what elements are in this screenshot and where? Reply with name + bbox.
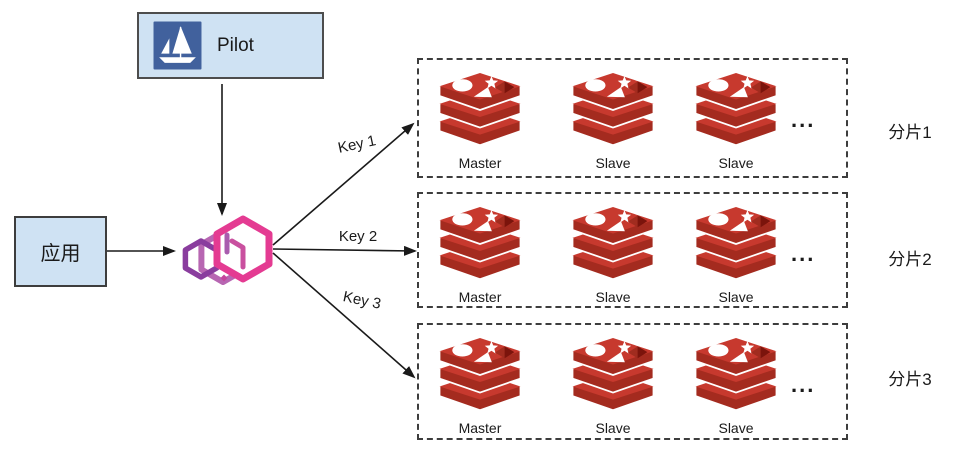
redis-database-icon bbox=[694, 206, 778, 281]
node-label: Slave bbox=[718, 155, 754, 171]
proxy-node bbox=[179, 210, 273, 288]
more-nodes-ellipsis: ... bbox=[791, 107, 816, 132]
node-label: Slave bbox=[718, 289, 754, 305]
pilot-box: Pilot bbox=[137, 12, 324, 79]
shard3-name-label: 分片3 bbox=[888, 370, 932, 389]
app-label: 应用 bbox=[40, 243, 81, 265]
sailboat-icon bbox=[153, 21, 202, 70]
redis-database-icon bbox=[694, 72, 778, 147]
node-label: Master bbox=[458, 420, 502, 436]
shard2-box: Master Slave Slave ... bbox=[417, 192, 848, 308]
shard3-master-node: Master bbox=[434, 337, 526, 436]
shard3-slave2-node: Slave bbox=[690, 337, 782, 436]
arrow-key2-to-shard2 bbox=[272, 245, 417, 256]
redis-database-icon bbox=[694, 337, 778, 412]
pilot-label: Pilot bbox=[217, 34, 254, 56]
redis-database-icon bbox=[438, 337, 522, 412]
shard2-master-node: Master bbox=[434, 206, 526, 305]
more-nodes-ellipsis: ... bbox=[791, 372, 816, 397]
redis-database-icon bbox=[571, 72, 655, 147]
shard2-name-label: 分片2 bbox=[888, 250, 932, 269]
node-label: Slave bbox=[595, 155, 631, 171]
envoy-hexagons-icon bbox=[182, 215, 273, 285]
shard1-master-node: Master bbox=[434, 72, 526, 171]
key1-label: Key 1 bbox=[336, 132, 378, 157]
node-label: Master bbox=[458, 155, 502, 171]
node-label: Slave bbox=[595, 420, 631, 436]
redis-database-icon bbox=[571, 206, 655, 281]
node-label: Master bbox=[458, 289, 502, 305]
shard1-name-label: 分片1 bbox=[888, 123, 932, 142]
shard1-slave1-node: Slave bbox=[567, 72, 659, 171]
shard2-slave2-node: Slave bbox=[690, 206, 782, 305]
more-nodes-ellipsis: ... bbox=[791, 241, 816, 266]
shard1-slave2-node: Slave bbox=[690, 72, 782, 171]
shard3-slave1-node: Slave bbox=[567, 337, 659, 436]
arrow-key3-to-shard3 bbox=[272, 252, 416, 379]
shard2-slave1-node: Slave bbox=[567, 206, 659, 305]
redis-database-icon bbox=[438, 206, 522, 281]
node-label: Slave bbox=[718, 420, 754, 436]
node-label: Slave bbox=[595, 289, 631, 305]
key3-label: Key 3 bbox=[341, 288, 383, 313]
app-box: 应用 bbox=[14, 216, 107, 287]
redis-database-icon bbox=[438, 72, 522, 147]
key2-label: Key 2 bbox=[338, 228, 378, 245]
shard1-box: Master Slave Slave ... bbox=[417, 58, 848, 178]
shard3-box: Master Slave Slave ... bbox=[417, 323, 848, 440]
redis-database-icon bbox=[571, 337, 655, 412]
